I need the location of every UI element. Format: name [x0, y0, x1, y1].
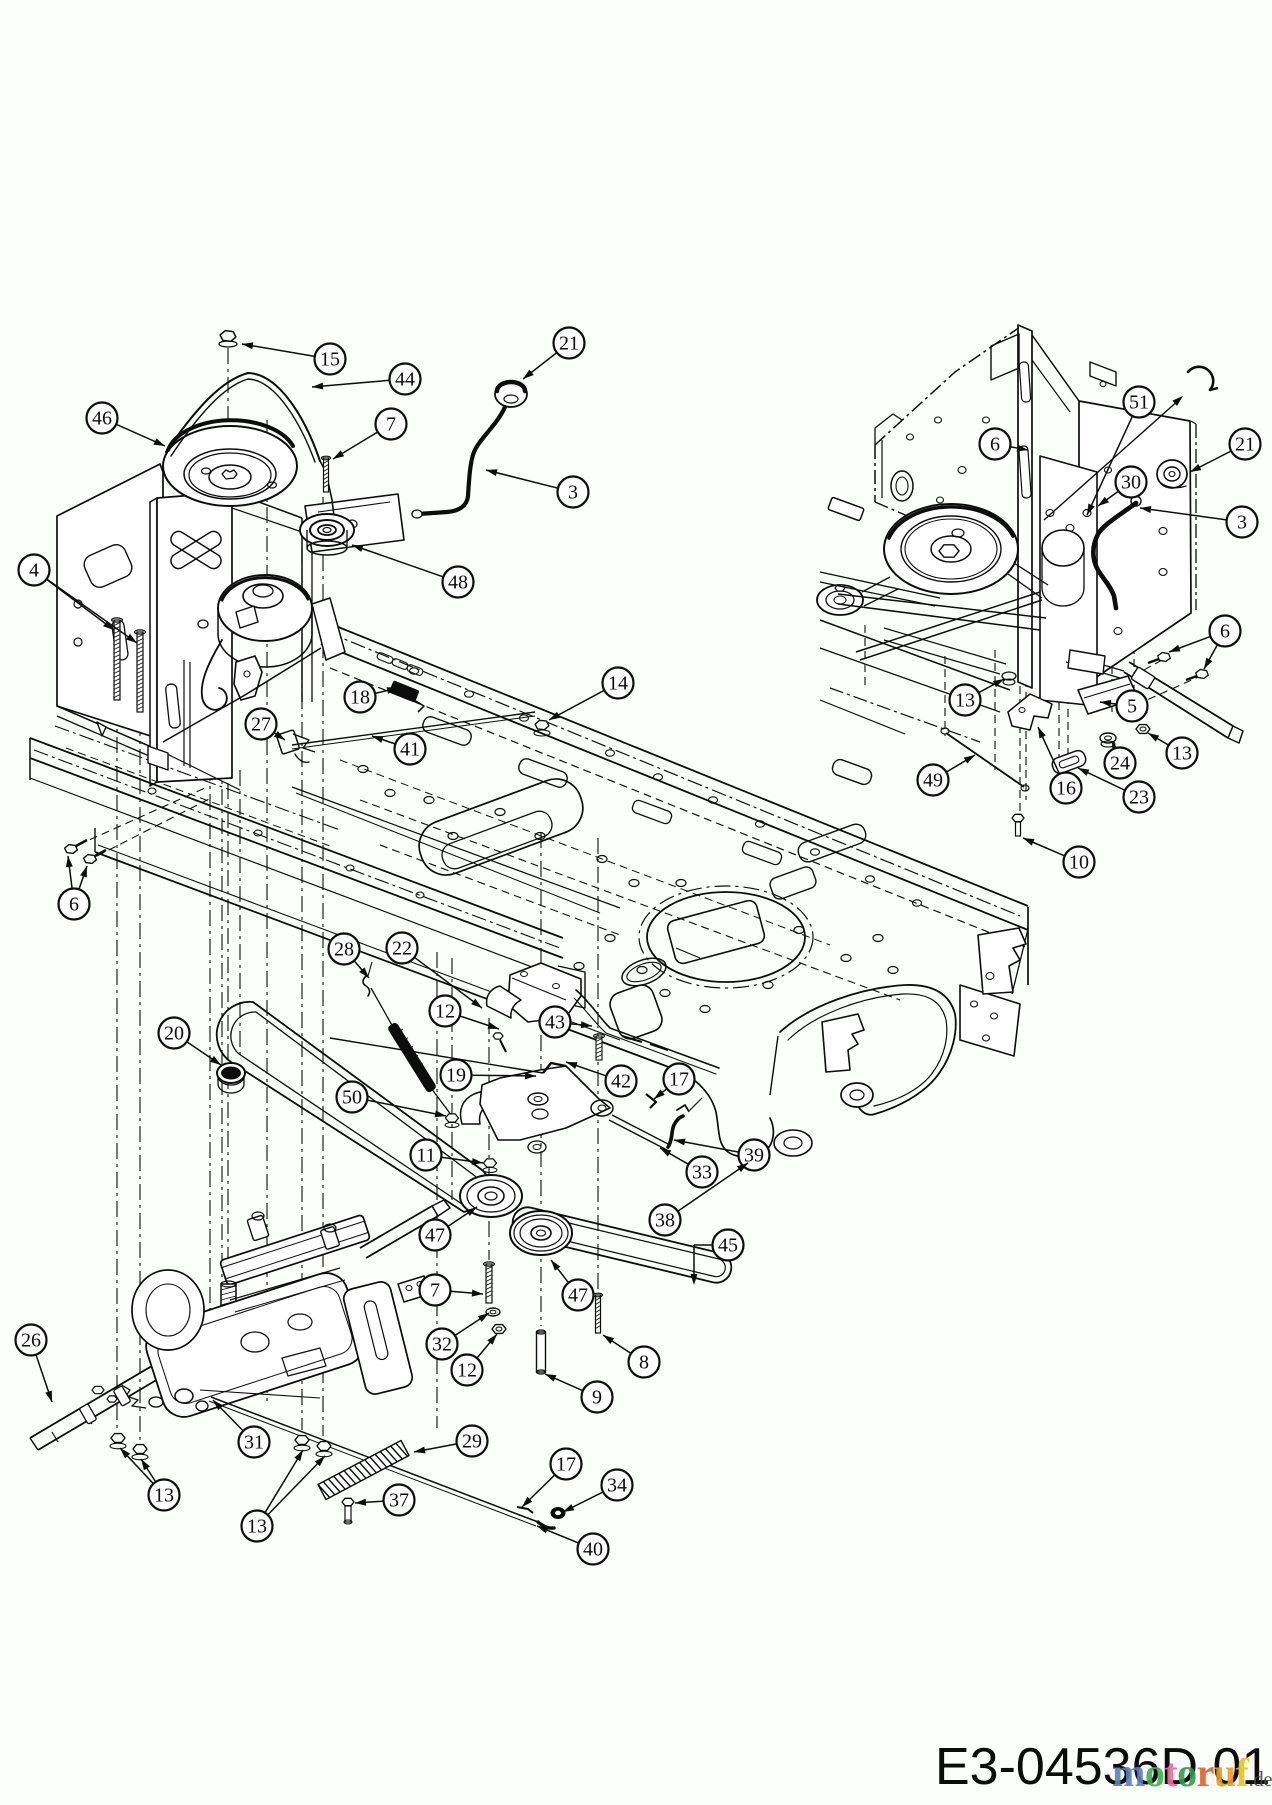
svg-text:51: 51: [1129, 392, 1149, 414]
svg-text:8: 8: [639, 1352, 649, 1374]
svg-text:5: 5: [1127, 696, 1137, 718]
svg-text:14: 14: [608, 673, 628, 695]
svg-text:30: 30: [1121, 472, 1141, 494]
svg-text:E3-04536D 01: E3-04536D 01: [935, 1738, 1270, 1796]
svg-text:13: 13: [247, 1516, 267, 1538]
svg-text:47: 47: [425, 1225, 445, 1247]
svg-text:40: 40: [583, 1539, 603, 1561]
svg-text:50: 50: [342, 1087, 362, 1109]
svg-text:41: 41: [400, 739, 420, 761]
svg-text:11: 11: [416, 1145, 435, 1167]
svg-text:46: 46: [92, 408, 112, 430]
svg-text:13: 13: [955, 690, 975, 712]
svg-text:32: 32: [432, 1334, 452, 1356]
svg-text:39: 39: [744, 1145, 764, 1167]
svg-text:9: 9: [592, 1387, 602, 1409]
svg-text:47: 47: [568, 1285, 588, 1307]
svg-text:49: 49: [923, 770, 943, 792]
svg-text:26: 26: [21, 1330, 41, 1352]
svg-text:20: 20: [164, 1023, 184, 1045]
svg-text:34: 34: [607, 1475, 627, 1497]
svg-text:4: 4: [29, 560, 39, 582]
svg-text:17: 17: [556, 1454, 576, 1476]
svg-text:28: 28: [334, 939, 354, 961]
svg-text:13: 13: [154, 1485, 174, 1507]
svg-text:3: 3: [1237, 512, 1247, 534]
svg-text:21: 21: [1235, 434, 1255, 456]
svg-text:48: 48: [448, 572, 468, 594]
svg-text:17: 17: [669, 1069, 689, 1091]
svg-text:31: 31: [244, 1432, 264, 1454]
svg-text:44: 44: [395, 369, 415, 391]
svg-text:6: 6: [1220, 621, 1230, 643]
svg-text:43: 43: [545, 1012, 565, 1034]
svg-text:16: 16: [1056, 778, 1076, 800]
svg-text:18: 18: [350, 687, 370, 709]
svg-text:13: 13: [1172, 743, 1192, 765]
svg-text:10: 10: [1069, 852, 1089, 874]
svg-text:12: 12: [435, 1001, 455, 1023]
svg-text:6: 6: [990, 434, 1000, 456]
svg-text:42: 42: [611, 1071, 631, 1093]
svg-text:45: 45: [718, 1235, 738, 1257]
svg-text:24: 24: [1110, 753, 1130, 775]
svg-text:3: 3: [568, 482, 578, 504]
svg-text:7: 7: [430, 1280, 440, 1302]
svg-text:motoruf.de: motoruf.de: [1112, 1750, 1272, 1795]
svg-text:19: 19: [446, 1065, 466, 1087]
svg-text:27: 27: [251, 714, 271, 736]
svg-text:22: 22: [392, 938, 412, 960]
svg-text:7: 7: [386, 414, 396, 436]
svg-text:38: 38: [655, 1210, 675, 1232]
svg-text:33: 33: [692, 1162, 712, 1184]
svg-text:21: 21: [559, 333, 579, 355]
svg-text:23: 23: [1129, 787, 1149, 809]
svg-text:15: 15: [320, 349, 340, 371]
svg-text:37: 37: [389, 1490, 409, 1512]
svg-text:29: 29: [462, 1431, 482, 1453]
svg-text:12: 12: [457, 1360, 477, 1382]
svg-text:6: 6: [69, 894, 79, 916]
